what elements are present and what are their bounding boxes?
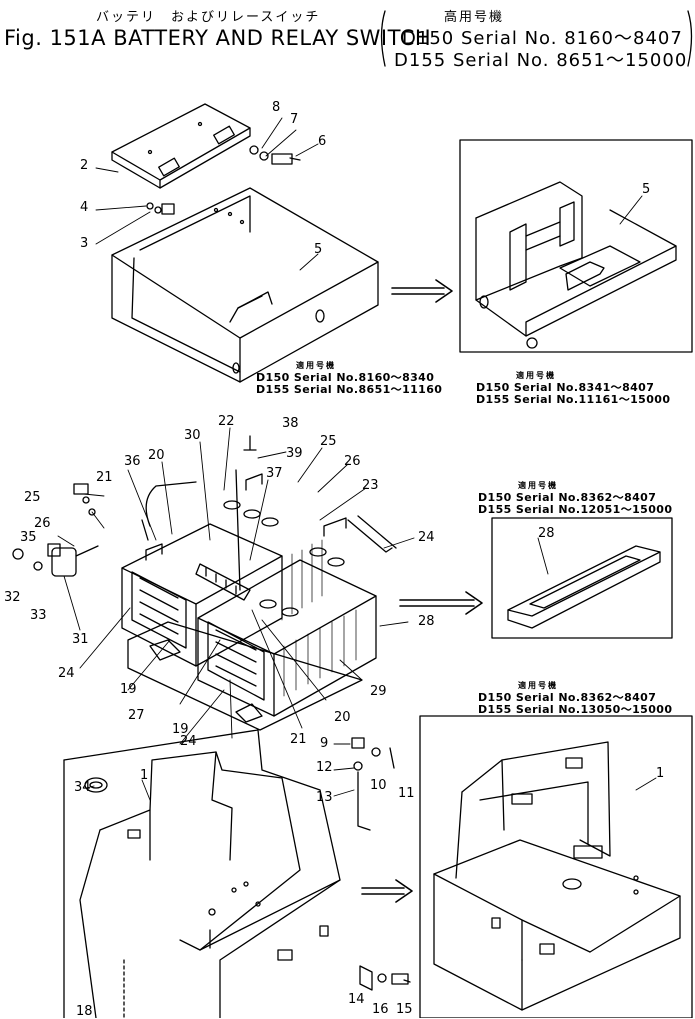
part-callout: 38 [282,416,299,431]
battery-box-upper-left [112,188,378,382]
part-callout: 37 [266,466,283,481]
part-callout: 25 [24,490,41,505]
title-japanese: バッテリ およびリレースイッチ [96,10,321,25]
part-callout: 27 [128,708,145,723]
part-callout: 11 [398,786,415,801]
part-callout: 8 [272,100,281,115]
cover-plate-28 [508,546,660,628]
part-callout: 39 [286,446,303,461]
part-callout: 6 [318,134,327,149]
part-callout: 1 [140,768,149,783]
part-callout: 18 [76,1004,93,1019]
part-callout: 13 [316,790,333,805]
part-callout: 5 [642,182,651,197]
serial-range-d155: D155 Serial No. 8651～15000 [394,50,688,71]
part-callout: 12 [316,760,333,775]
part-callout: 24 [58,666,75,681]
battery-box-later-type [476,182,676,348]
part-callout: 20 [148,448,165,463]
part-callout: 35 [20,530,37,545]
serial-range-d150: D150 Serial No. 8160～8407 [402,28,683,49]
serial-note-1-line-1: D150 Serial No.8160～8340 [256,371,435,384]
part-callout: 32 [4,590,21,605]
part-callout: 5 [314,242,323,257]
serial-note-1-line-2: D155 Serial No.8651～11160 [256,383,443,396]
part-callout: 36 [124,454,141,469]
part-callout: 21 [96,470,113,485]
part-callout: 9 [320,736,329,751]
part-callout: 33 [30,608,47,623]
bolt-hardware-top [147,146,300,214]
part-callout: 22 [218,414,235,429]
part-callout: 21 [290,732,307,747]
part-callout: 10 [370,778,387,793]
part-callout: 31 [72,632,89,647]
part-callout: 23 [362,478,379,493]
serial-note-4-jp: 適用号機 [518,681,558,690]
serial-note-4-line-2: D155 Serial No.13050～15000 [478,703,673,716]
title-japanese-model: 高用号機 [444,10,505,25]
serial-note-3-line-2: D155 Serial No.12051～15000 [478,503,673,516]
part-callout: 7 [290,112,299,127]
serial-note-2-line-2: D155 Serial No.11161～15000 [476,393,671,406]
serial-note-4-line-1: D150 Serial No.8362～8407 [478,691,657,704]
part-callout: 16 [372,1002,389,1017]
part-callout: 1 [656,766,665,781]
part-callout: 24 [180,734,197,749]
bolt-hardware-middle [352,738,394,830]
battery-cover-left [64,730,340,1018]
part-callout: 19 [120,682,137,697]
serial-note-1: 適用号機 D150 Serial No.8160～8340 D155 Seria… [256,360,442,396]
part-callout: 20 [334,710,351,725]
part-callout: 29 [370,684,387,699]
part-callout: 2 [80,158,89,173]
serial-note-2-line-1: D150 Serial No.8341～8407 [476,381,655,394]
bolt-hardware-bottom [360,966,410,990]
battery-lid-plate [112,104,250,188]
leader-lines [58,118,656,800]
part-callout: 30 [184,428,201,443]
serial-note-1-jp: 適用号機 [296,361,336,370]
part-callout: 14 [348,992,365,1007]
part-callout: 28 [418,614,435,629]
serial-note-4: 適用号機 D150 Serial No.8362～8407 D155 Seria… [478,680,672,716]
serial-note-2-jp: 適用号機 [516,371,556,380]
battery-cover-later-type [434,742,680,1010]
part-callout: 26 [344,454,361,469]
part-callout: 19 [172,722,189,737]
part-callout: 4 [80,200,89,215]
battery-tray-assembly [122,436,396,730]
part-callout: 24 [418,530,435,545]
part-callout: 15 [396,1002,413,1017]
part-callout: 26 [34,516,51,531]
part-callout: 34 [74,780,91,795]
serial-note-2: 適用号機 D150 Serial No.8341～8407 D155 Seria… [476,370,670,406]
part-callout: 25 [320,434,337,449]
figure-title: Fig. 151A BATTERY AND RELAY SWITCH [4,26,432,50]
serial-note-3: 適用号機 D150 Serial No.8362～8407 D155 Seria… [478,480,672,516]
part-callout: 3 [80,236,89,251]
serial-note-3-jp: 適用号機 [518,481,558,490]
part-callout: 28 [538,526,555,541]
serial-note-3-line-1: D150 Serial No.8362～8407 [478,491,657,504]
